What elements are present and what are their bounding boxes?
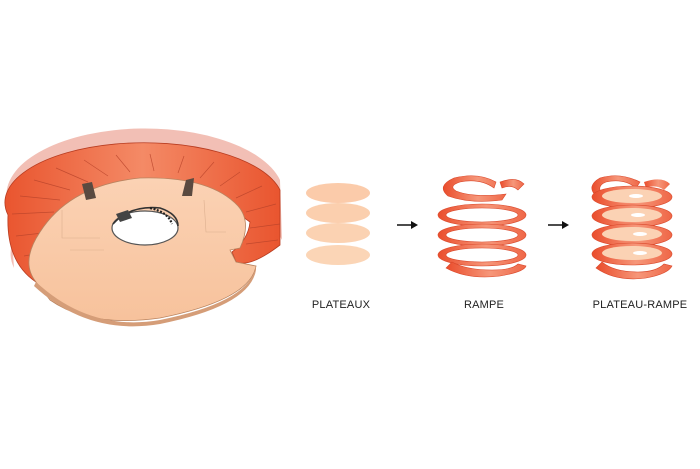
plateau-disc-3 [306, 223, 370, 243]
plateau-disc-1 [306, 183, 370, 203]
column-right [182, 178, 194, 196]
column-left [82, 182, 96, 200]
central-atrium [111, 210, 179, 246]
plateau-disc-4 [306, 245, 370, 265]
floor-plate-illustration [4, 128, 282, 327]
plateaux-discs [306, 183, 370, 265]
arrow-right-icon [548, 221, 569, 229]
plateau-disc-2 [306, 203, 370, 223]
plateau-rampe-disc-4 [602, 246, 662, 260]
plateau-rampe-disc-3 [602, 227, 662, 241]
label-rampe: RAMPE [463, 299, 505, 311]
label-plateau-rampe: PLATEAU-RAMPE [592, 299, 688, 311]
label-plateaux: PLATEAUX [311, 299, 371, 311]
arrow-right-icon [397, 221, 418, 229]
rampe-spiral [437, 175, 527, 278]
plateau-rampe-spiral [591, 175, 673, 280]
floor-disc [28, 177, 257, 322]
